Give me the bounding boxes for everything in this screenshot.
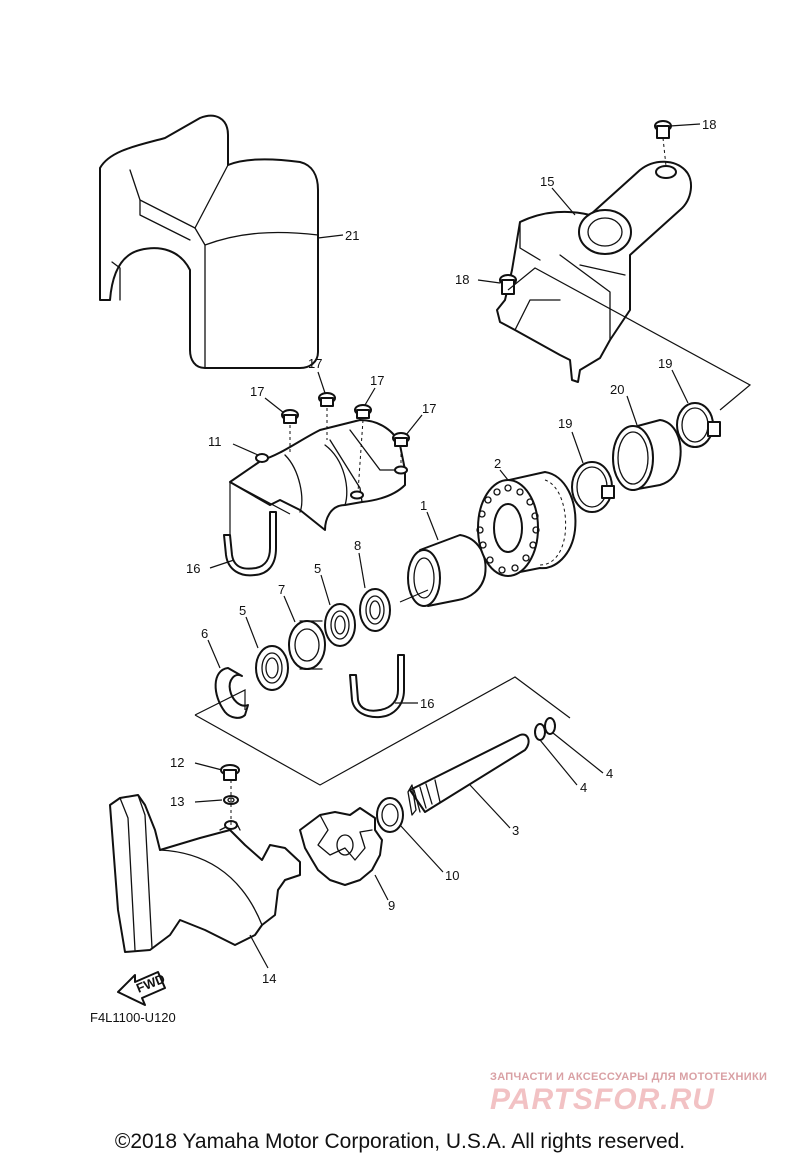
part-15-bracket — [496, 160, 692, 383]
part-19-clamp-front — [571, 461, 615, 513]
callout-19-rear: 19 — [658, 356, 672, 371]
part-20-hose — [612, 419, 682, 491]
callout-labels: 21 18 15 18 11 17 17 17 17 19 20 19 2 1 … — [170, 117, 716, 986]
leader-lines — [194, 123, 701, 969]
callout-16-upper: 16 — [186, 561, 200, 576]
part-7-bearing — [288, 620, 326, 670]
fwd-arrow: FWD — [117, 971, 167, 1006]
callout-4-b: 4 — [580, 780, 587, 795]
part-10-washer — [376, 797, 404, 833]
callout-1: 1 — [420, 498, 427, 513]
copyright-notice: ©2018 Yamaha Motor Corporation, U.S.A. A… — [114, 1130, 686, 1153]
callout-12: 12 — [170, 755, 184, 770]
part-16-u-bolt-upper — [223, 511, 277, 577]
part-4-o-rings — [534, 717, 556, 741]
callout-20: 20 — [610, 382, 624, 397]
callout-2: 2 — [494, 456, 501, 471]
callout-17-b: 17 — [308, 356, 322, 371]
part-5-seal-rear — [324, 603, 356, 647]
callout-16-lower: 16 — [420, 696, 434, 711]
group-outlines — [194, 267, 752, 786]
part-9-coupler — [299, 807, 383, 886]
callout-15: 15 — [540, 174, 554, 189]
watermark-logo: PARTSFOR.RU — [490, 1083, 715, 1116]
part-18-bolt-top — [654, 120, 672, 167]
part-2-damper — [476, 471, 577, 577]
callout-9: 9 — [388, 898, 395, 913]
callout-11: 11 — [208, 434, 222, 449]
part-11-upper-mount — [229, 392, 410, 531]
part-18-bolt-side — [499, 274, 517, 295]
part-16-u-bolt-lower — [349, 654, 405, 719]
callout-17-a: 17 — [250, 384, 264, 399]
callout-14: 14 — [262, 971, 276, 986]
callout-8: 8 — [354, 538, 361, 553]
callout-4-a: 4 — [606, 766, 613, 781]
watermark-tagline: ЗАПЧАСТИ И АКСЕССУАРЫ ДЛЯ МОТОТЕХНИКИ — [490, 1071, 768, 1083]
callout-17-c: 17 — [370, 373, 384, 388]
callout-5-front: 5 — [239, 603, 246, 618]
callout-10: 10 — [445, 868, 459, 883]
part-3-drive-shaft — [407, 733, 530, 816]
callout-5-rear: 5 — [314, 561, 321, 576]
callout-7: 7 — [278, 582, 285, 597]
part-14-lower-bracket — [109, 780, 301, 953]
callout-13: 13 — [170, 794, 184, 809]
part-12-bolt — [220, 764, 240, 781]
part-5-seal-front — [255, 645, 289, 691]
callout-21: 21 — [345, 228, 359, 243]
callout-18-side: 18 — [455, 272, 469, 287]
diagram-code: F4L1100-U120 — [90, 1010, 176, 1025]
callout-17-d: 17 — [422, 401, 436, 416]
part-6-circlip — [214, 667, 249, 719]
part-8-seal — [359, 588, 391, 632]
part-19-clamp-rear — [676, 402, 721, 448]
part-1-sleeve — [407, 534, 487, 607]
callout-19-front: 19 — [558, 416, 572, 431]
part-21-cover — [99, 114, 319, 369]
callout-3: 3 — [512, 823, 519, 838]
callout-18-top: 18 — [702, 117, 716, 132]
callout-6: 6 — [201, 626, 208, 641]
